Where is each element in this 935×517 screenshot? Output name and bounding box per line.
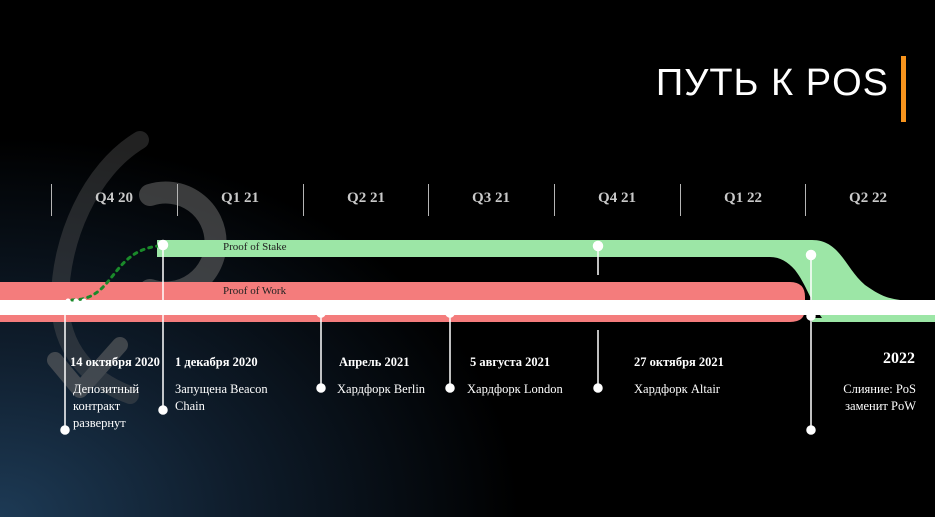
event-desc-merge: Слияние: PoS заменит PoW [843, 382, 916, 413]
event-desc-london: Хардфорк London [467, 382, 563, 396]
pow-band-label: Proof of Work [223, 285, 287, 297]
main-timeline [0, 300, 935, 315]
event-date-beacon: 1 декабря 2020 [175, 355, 258, 369]
quarter-separator [805, 184, 806, 216]
event-desc-altair: Хардфорк Altair [634, 382, 720, 396]
marker-dot-beacon-bottom [158, 405, 168, 415]
quarter-separator [428, 184, 429, 216]
event-date-merge: 2022 [883, 350, 915, 367]
quarter-separator [554, 184, 555, 216]
deposit-connector [70, 244, 160, 302]
event-desc-beacon: Запущена Beacon Chain [175, 382, 268, 413]
quarter-separator [303, 184, 304, 216]
marker-dot-merge-top [805, 249, 817, 261]
page-title: ПУТЬ К POS [655, 62, 889, 104]
dots-on-mainline [65, 298, 87, 304]
marker-dot-berlin-bottom [316, 383, 326, 393]
marker-dot-merge-mid [806, 311, 816, 321]
marker-dot-merge-bottom [806, 425, 816, 435]
marker-dot-berlin-top [316, 308, 326, 318]
marker-dot-london-top [445, 308, 455, 318]
quarter-separator [680, 184, 681, 216]
quarter-separator [51, 184, 52, 216]
quarter-label-q4-20: Q4 20 [95, 190, 133, 206]
quarter-label-q2-21: Q2 21 [347, 190, 385, 206]
marker-dot-deposit-bottom [60, 425, 70, 435]
event-date-altair: 27 октября 2021 [634, 355, 724, 369]
pos-band-label: Proof of Stake [223, 241, 287, 253]
event-desc-berlin: Хардфорк Berlin [337, 382, 426, 396]
marker-dot-deposit-top [60, 305, 70, 315]
quarter-label-q4-21: Q4 21 [598, 190, 636, 206]
marker-dot-altair-bottom [593, 383, 603, 393]
event-date-london: 5 августа 2021 [470, 355, 551, 369]
event-date-deposit: 14 октября 2020 [70, 355, 160, 369]
title-accent-bar [901, 56, 906, 122]
quarter-separator [177, 184, 178, 216]
quarter-label-q1-22: Q1 22 [724, 190, 762, 206]
event-date-berlin: Апрель 2021 [339, 355, 410, 369]
marker-dot-beacon-top [157, 239, 169, 251]
event-desc-deposit: Депозитный контракт развернут [73, 382, 140, 430]
quarter-label-q3-21: Q3 21 [472, 190, 510, 206]
marker-dot-altair-top [592, 240, 604, 252]
marker-dot-london-bottom [445, 383, 455, 393]
quarter-label-q2-22: Q2 22 [849, 190, 887, 206]
quarter-label-q1-21: Q1 21 [221, 190, 259, 206]
